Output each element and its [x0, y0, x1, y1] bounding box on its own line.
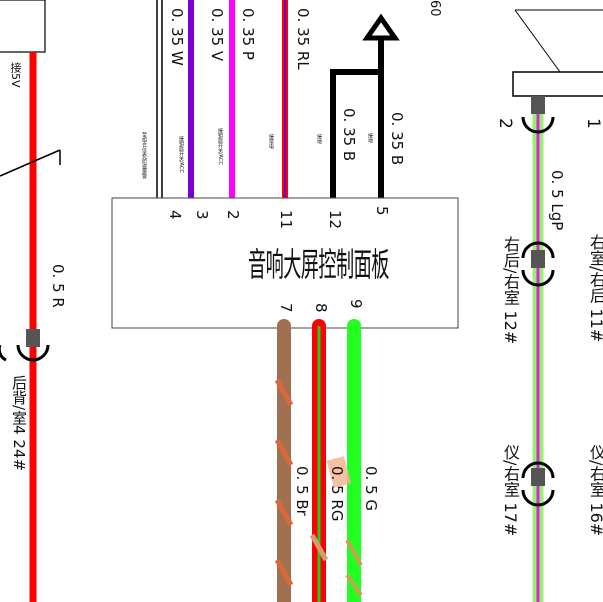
right-connector-block-2: [531, 250, 545, 268]
corner-text: 09: [430, 0, 445, 17]
pin-5: 5: [373, 206, 391, 216]
wire-ground-a: [330, 69, 381, 200]
left-connector-block: [26, 329, 40, 347]
pin-7: 7: [277, 303, 295, 313]
ground-arrow-icon: [362, 13, 400, 41]
wire-label-p: 0. 35 P: [239, 8, 257, 60]
tiny-label-2b: 接钥匙开关/ACC: [217, 128, 223, 165]
pin-11: 11: [277, 210, 295, 230]
top-left-label: 接5V: [9, 62, 22, 88]
left-connector-arc: [16, 344, 50, 362]
tiny-label-5: 接地: [367, 133, 373, 143]
pin-12: 12: [326, 210, 344, 230]
right-connector-arc-1: [521, 116, 555, 134]
module-title: 音响大屏控制面板: [248, 245, 389, 284]
pin-3: 3: [193, 210, 211, 220]
module-box: [111, 197, 459, 329]
pin-4: 4: [166, 210, 184, 220]
right-label-11: 右室/右后 11#: [587, 234, 603, 343]
right-wire-label: 0. 5 LgP: [548, 170, 566, 231]
left-wire-label: 0. 5 R: [49, 264, 67, 308]
tiny-label-4: 接地: [316, 134, 322, 144]
wire-label-v: 0. 35 V: [208, 8, 226, 62]
right-label-16: 仪/右室 16#: [587, 444, 603, 537]
wire-label-g: 0. 5 G: [362, 466, 380, 512]
top-left-box: [0, 0, 46, 53]
tiny-label-1: 至组合仪表/防盗报警: [141, 132, 147, 179]
right-pin-2: 2: [495, 118, 515, 129]
wire-label-b-a: 0. 35 B: [340, 108, 358, 162]
left-diagonal-line: [0, 149, 61, 177]
pin-9: 9: [347, 299, 365, 309]
wire-label-b-b: 0. 35 B: [388, 112, 406, 166]
wire-label-rg: 0. 5 RG: [328, 466, 346, 522]
pin-2: 2: [224, 210, 242, 220]
tiny-label-3: 接常电: [268, 134, 274, 149]
pin-8: 8: [312, 303, 330, 313]
right-label-17: 仪/右室 17#: [501, 444, 520, 537]
tiny-label-2: 接钥匙开关/ACC: [178, 136, 184, 173]
right-connector-housing: [512, 71, 603, 97]
wire-label-w: 0. 35 W: [168, 8, 186, 66]
wire-label-br: 0. 5 Br: [293, 466, 311, 516]
right-pin-1: 1: [583, 118, 603, 129]
wire-label-rl: 0. 35 RL: [294, 8, 312, 70]
right-connector-block-3: [531, 468, 545, 486]
right-label-12: 右后/右室 12#: [501, 236, 520, 345]
left-connector-label: 后背/室4 24#: [10, 375, 28, 472]
